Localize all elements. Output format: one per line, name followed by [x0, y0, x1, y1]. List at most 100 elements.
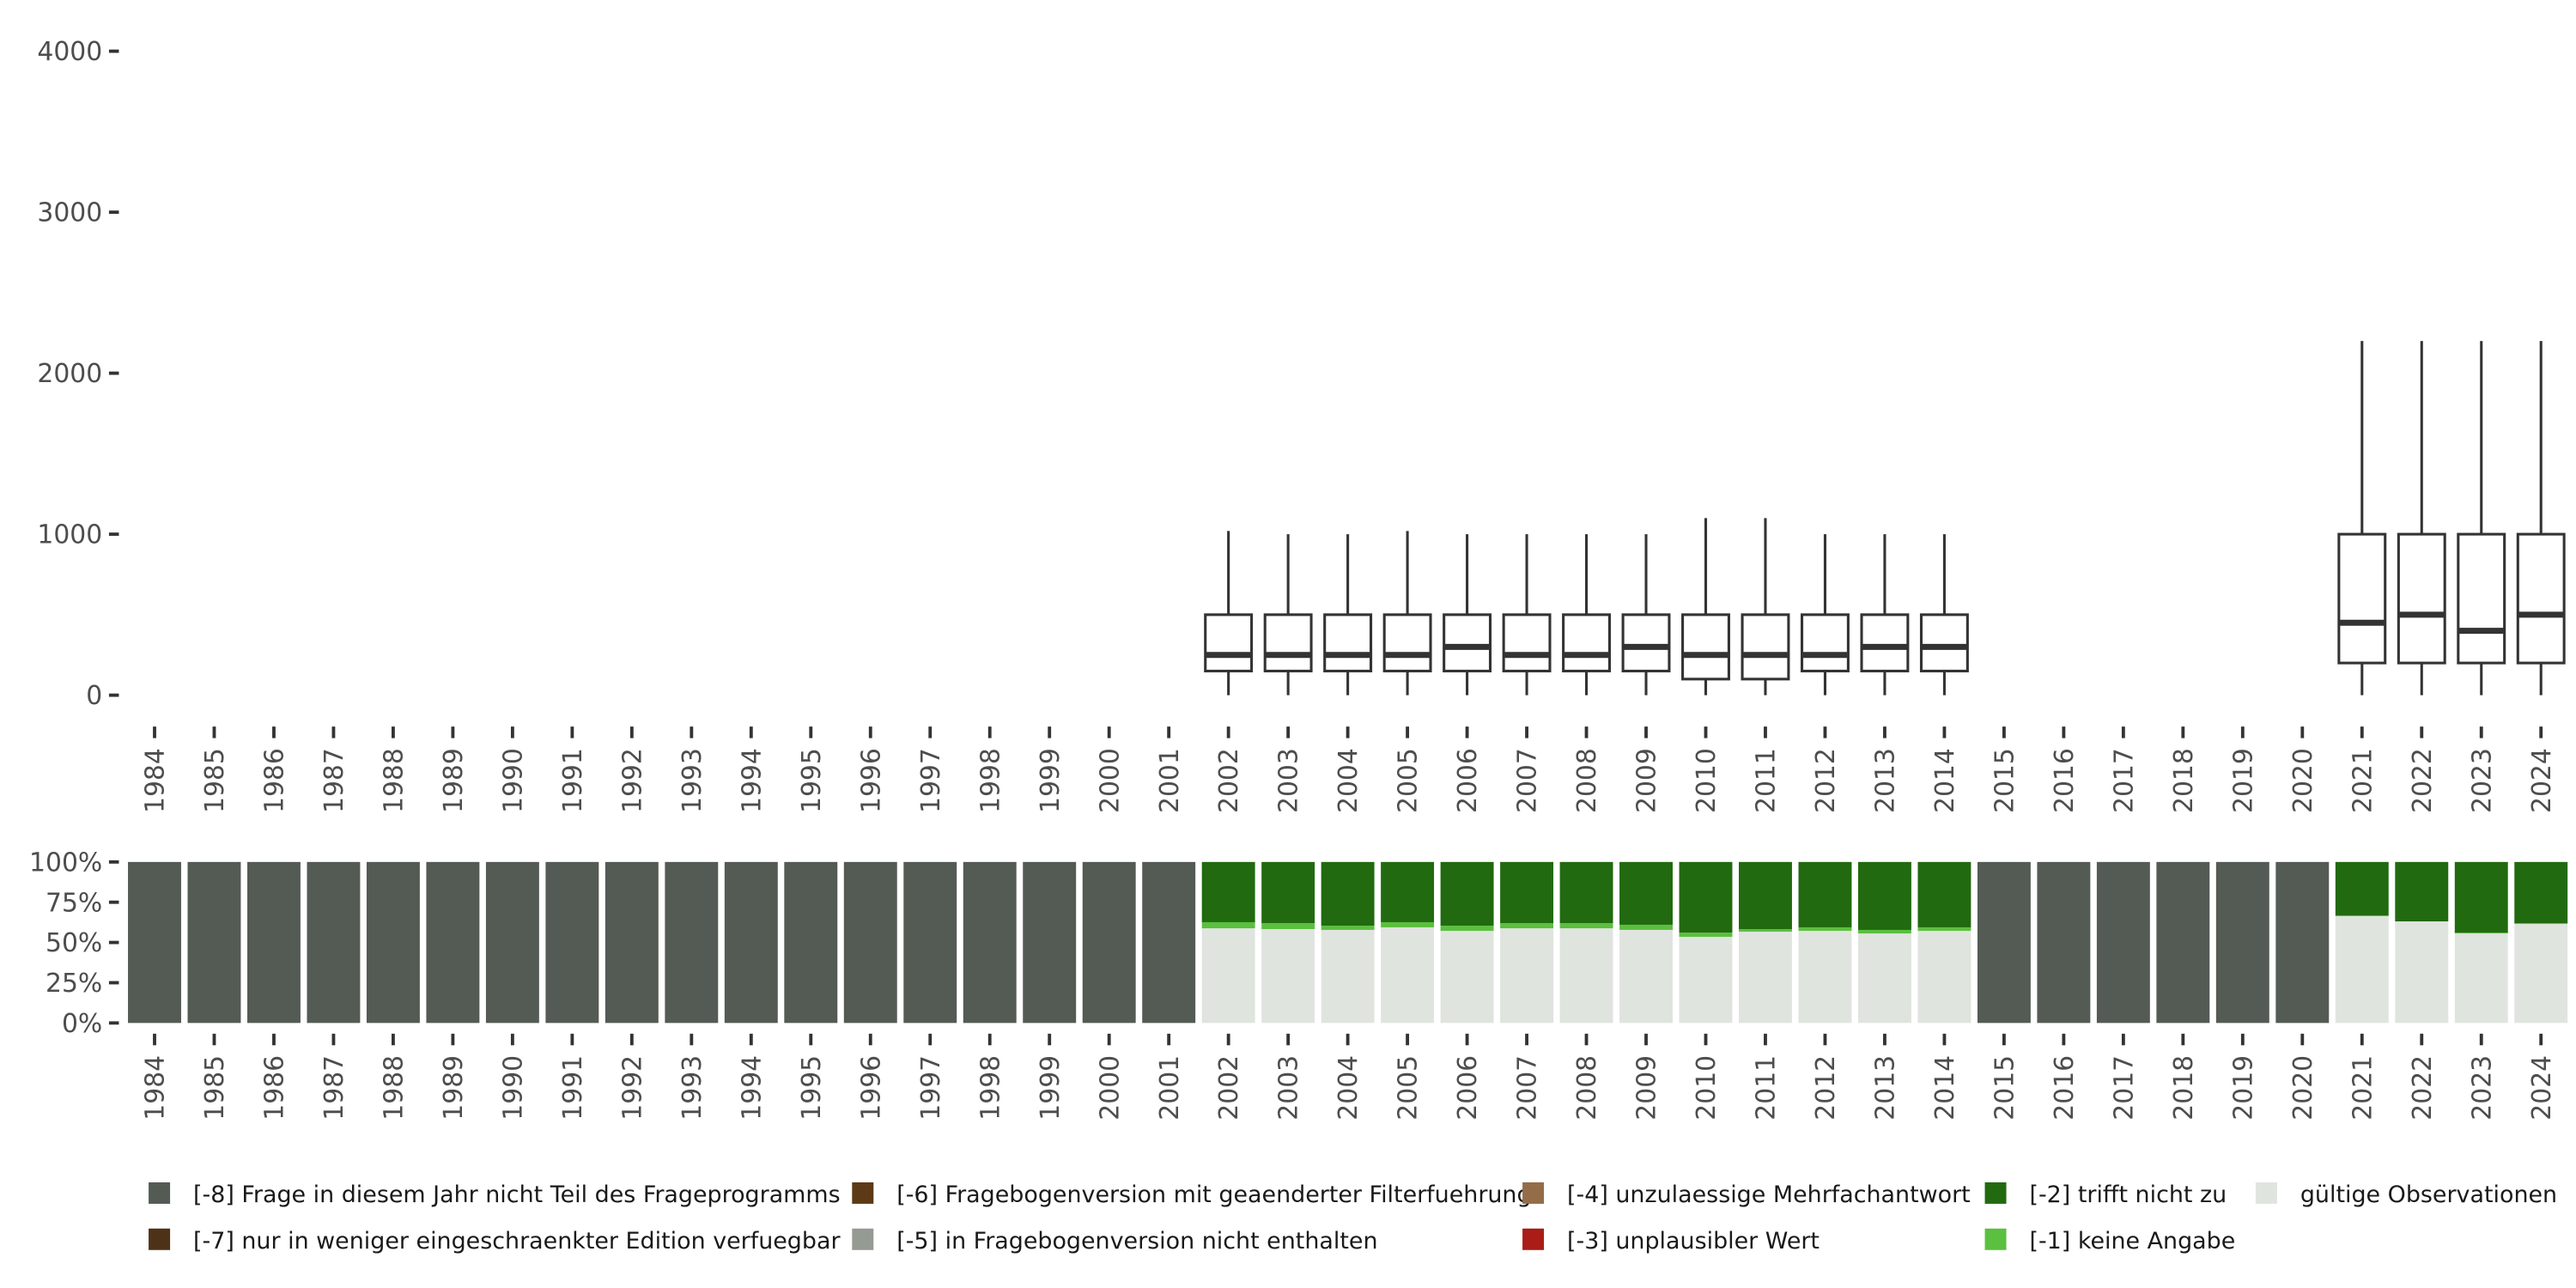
- bar-2005: [1381, 861, 1435, 1024]
- bar-segment: [1440, 931, 1494, 1024]
- bar-1987: [307, 861, 361, 1024]
- bar-segment: [1201, 928, 1255, 1024]
- x-tick-label: 1984: [141, 748, 171, 813]
- x-tick-label: 2024: [2527, 748, 2557, 813]
- bar-segment: [2275, 861, 2330, 1024]
- bar-segment: [665, 861, 719, 1024]
- bar-segment: [1917, 861, 1971, 927]
- bar-1997: [903, 861, 957, 1024]
- legend-label: [-4] unzulaessige Mehrfachantwort: [1567, 1182, 1971, 1208]
- bar-segment: [1559, 928, 1613, 1024]
- x-tick-label: 2022: [2408, 1055, 2438, 1121]
- x-tick-label: 2007: [1513, 1055, 1543, 1121]
- x-tick-label: 1996: [856, 748, 886, 813]
- iqr-box: [1741, 613, 1790, 681]
- bar-2000: [1082, 861, 1136, 1024]
- bar-1984: [128, 861, 181, 1024]
- bar-segment: [1857, 861, 1911, 930]
- boxplot-2008: [1562, 534, 1611, 696]
- x-tick-label: 2014: [1930, 748, 1960, 813]
- bar-2009: [1619, 861, 1673, 1024]
- legend-swatch: [852, 1182, 874, 1204]
- bar-2014: [1917, 861, 1971, 1024]
- bar-2004: [1321, 861, 1375, 1024]
- x-tick-label: 1989: [439, 1055, 469, 1121]
- x-tick-label: 1984: [141, 1055, 171, 1121]
- bar-segment: [2037, 861, 2091, 1024]
- iqr-box: [1263, 613, 1313, 673]
- bar-2016: [2037, 861, 2091, 1024]
- x-tick-label: 2003: [1274, 748, 1304, 813]
- bar-segment: [1082, 861, 1136, 1024]
- boxplot-2024: [2516, 341, 2566, 696]
- iqr-box: [1681, 613, 1730, 681]
- legend-label: [-8] Frage in diesem Jahr nicht Teil des…: [193, 1182, 841, 1208]
- bar-segment: [1977, 861, 2031, 1024]
- x-tick-label: 2016: [2050, 1055, 2080, 1121]
- bar-segment: [2395, 921, 2449, 1024]
- iqr-box: [2337, 532, 2387, 665]
- iqr-box: [1443, 613, 1492, 673]
- x-tick-label: 2010: [1692, 1055, 1722, 1121]
- legend-item: [-5] in Fragebogenversion nicht enthalte…: [852, 1228, 1378, 1255]
- bar-segment: [1739, 929, 1792, 933]
- boxplot-2023: [2457, 341, 2506, 696]
- legend-swatch: [1984, 1228, 2007, 1250]
- legend-swatch: [1522, 1228, 1545, 1250]
- legend-swatch: [2255, 1182, 2277, 1204]
- bar-2006: [1440, 861, 1494, 1024]
- y-tick-label: 3000: [37, 198, 102, 228]
- x-tick-label: 2008: [1572, 748, 1602, 813]
- x-tick-label: 1988: [379, 1055, 409, 1121]
- x-tick-label: 1994: [737, 748, 767, 813]
- boxplot-2013: [1860, 534, 1910, 696]
- bar-segment: [1857, 933, 1911, 1024]
- x-tick-label: 2012: [1811, 748, 1841, 813]
- bar-segment: [1201, 861, 1255, 922]
- x-tick-label: 2013: [1871, 748, 1901, 813]
- x-tick-label: 2011: [1752, 1055, 1782, 1121]
- x-tick-label: 2009: [1632, 1055, 1662, 1121]
- bar-segment: [187, 861, 241, 1024]
- x-tick-label: 2005: [1394, 1055, 1424, 1121]
- bar-segment: [1261, 929, 1315, 1024]
- bar-1996: [843, 861, 897, 1024]
- legend-label: [-1] keine Angabe: [2029, 1228, 2235, 1255]
- y-tick-label: 100%: [29, 848, 102, 878]
- x-tick-label: 2020: [2288, 748, 2318, 813]
- bar-segment: [1679, 861, 1733, 933]
- bar-segment: [426, 861, 480, 1024]
- y-tick-label: 25%: [46, 969, 102, 999]
- bar-segment: [2096, 861, 2150, 1024]
- bar-1993: [665, 861, 719, 1024]
- bar-segment: [1917, 927, 1971, 932]
- boxplot-2011: [1741, 518, 1790, 696]
- x-tick-label: 2023: [2467, 1055, 2497, 1121]
- iqr-box: [1502, 613, 1552, 673]
- iqr-box: [1860, 613, 1910, 673]
- y-tick-label: 75%: [46, 888, 102, 918]
- bar-segment: [1500, 928, 1554, 1024]
- boxplot-2007: [1502, 534, 1552, 696]
- x-tick-label: 2000: [1095, 748, 1125, 813]
- legend-item: [-6] Fragebogenversion mit geaenderter F…: [852, 1182, 1532, 1208]
- x-tick-label: 2004: [1334, 1055, 1364, 1121]
- boxplot-2009: [1621, 534, 1671, 696]
- x-tick-label: 1994: [737, 1055, 767, 1121]
- x-tick-label: 2011: [1752, 748, 1782, 813]
- iqr-box: [2516, 532, 2566, 665]
- iqr-box: [1919, 613, 1969, 673]
- bar-segment: [1739, 861, 1792, 930]
- bar-segment: [307, 861, 361, 1024]
- x-tick-label: 2004: [1334, 748, 1364, 813]
- x-tick-label: 1987: [319, 748, 349, 813]
- boxplot-2004: [1323, 534, 1373, 696]
- x-tick-label: 2008: [1572, 1055, 1602, 1121]
- bar-segment: [2514, 924, 2568, 1024]
- legend-item: [-2] trifft nicht zu: [1984, 1182, 2227, 1208]
- x-tick-label: 1999: [1036, 1055, 1066, 1121]
- x-tick-label: 1993: [677, 748, 708, 813]
- x-tick-label: 2024: [2527, 1055, 2557, 1121]
- boxplot-2021: [2337, 341, 2387, 696]
